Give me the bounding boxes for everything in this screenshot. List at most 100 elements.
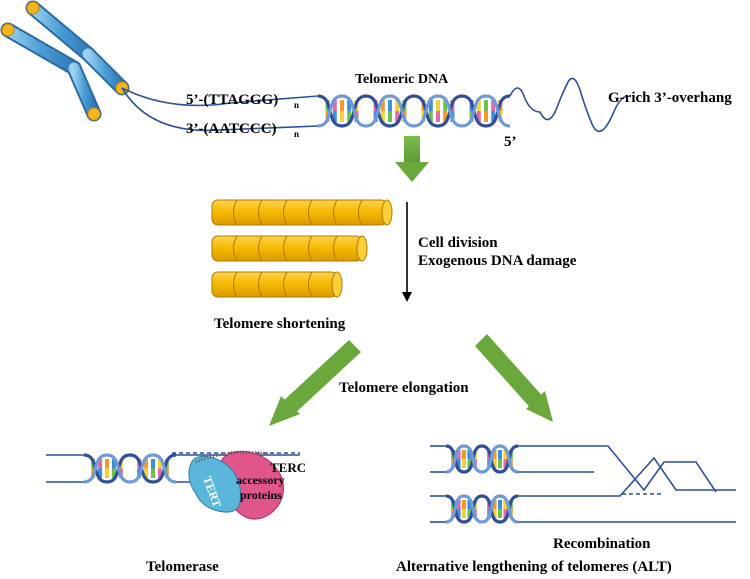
base-pair <box>503 509 508 518</box>
strand-top-subscript: n <box>294 100 299 110</box>
base-pair <box>340 100 344 111</box>
arrow-left-icon <box>269 340 361 426</box>
base-pair <box>111 459 116 469</box>
base-pair <box>436 111 440 122</box>
base-pair <box>467 500 472 509</box>
alt-helix-lower <box>445 494 519 524</box>
base-pair <box>388 100 392 111</box>
recombination-panel <box>430 445 736 523</box>
base-pair <box>105 468 109 478</box>
accessory-label: accessory <box>236 473 285 487</box>
base-pair <box>503 500 508 509</box>
base-pair <box>462 459 466 468</box>
telomere-bar-segment <box>308 271 313 298</box>
telomeric-dna-helix <box>317 94 511 128</box>
dna-damage-label: Exogenous DNA damage <box>418 253 577 269</box>
telomere-bar-segment <box>258 199 263 226</box>
telomerase-helix <box>83 453 177 484</box>
overhang-strand <box>509 77 593 125</box>
telomere-bar-cap <box>381 199 393 226</box>
base-pair <box>98 468 103 478</box>
helix-strand <box>445 444 519 474</box>
helix-strand <box>445 494 519 524</box>
base-pair <box>492 450 497 459</box>
telomere-shortening-bars <box>211 199 393 298</box>
base-pair <box>388 111 392 122</box>
helix-strand <box>83 453 177 484</box>
helix-strand <box>317 94 511 128</box>
base-pair <box>498 450 502 459</box>
base-pair <box>498 509 502 518</box>
base-pair <box>380 111 385 122</box>
telomere-bar-segment <box>283 199 288 226</box>
time-arrow-icon <box>402 202 412 302</box>
recombination-label: Recombination <box>553 536 651 552</box>
base-pair <box>476 111 481 122</box>
base-pair <box>332 100 337 111</box>
base-pair <box>476 100 481 111</box>
base-pair <box>492 500 497 509</box>
shortening-label: Telomere shortening <box>214 316 346 332</box>
helix-strand <box>83 453 177 484</box>
telomerase-label: Telomerase <box>146 559 219 575</box>
elongation-label: Telomere elongation <box>339 380 469 396</box>
base-pair <box>492 459 497 468</box>
telomere-bar-segment <box>233 271 238 298</box>
telomere-bar-segment <box>333 235 338 262</box>
base-pair <box>484 111 488 122</box>
strand-bottom-subscript: n <box>294 129 299 139</box>
base-pair <box>332 111 337 122</box>
telomere-bar-segment <box>233 235 238 262</box>
base-pair <box>98 459 103 469</box>
telomere-bar-segment <box>258 235 263 262</box>
alt-helix-upper <box>445 444 519 474</box>
base-pair <box>456 459 461 468</box>
base-pair <box>462 509 466 518</box>
base-pair <box>456 450 461 459</box>
overhang-label: G-rich 3’-overhang <box>608 90 732 106</box>
base-pair <box>503 450 508 459</box>
base-pair <box>144 459 149 469</box>
overhang-tail <box>591 95 629 133</box>
base-pair <box>428 111 433 122</box>
telomere-bar-segment <box>258 271 263 298</box>
telomere-bar <box>211 235 368 262</box>
dna-strands-top <box>121 87 319 132</box>
base-pair <box>467 459 472 468</box>
base-pair <box>157 459 162 469</box>
telomere-bar-segment <box>333 199 338 226</box>
base-pair <box>443 111 448 122</box>
base-pair <box>395 111 400 122</box>
base-pair <box>456 500 461 509</box>
telomere-bar <box>211 199 393 226</box>
telomere-bar-segment <box>283 271 288 298</box>
telomeric-dna-label: Telomeric DNA <box>355 72 449 87</box>
base-pair <box>462 450 466 459</box>
base-pair <box>157 468 162 478</box>
base-pair <box>111 468 116 478</box>
cell-division-label: Cell division <box>418 235 498 251</box>
base-pair <box>467 509 472 518</box>
telomere-bar-segment <box>308 199 313 226</box>
proteins-label: proteins <box>240 488 282 502</box>
telomere-bar-segment <box>233 199 238 226</box>
telomere-bar-segment <box>283 235 288 262</box>
five-prime-end-label: 5’ <box>504 134 517 150</box>
base-pair <box>380 100 385 111</box>
base-pair <box>503 459 508 468</box>
base-pair <box>484 100 488 111</box>
base-pair <box>436 100 440 111</box>
base-pair <box>491 111 496 122</box>
telomere-bar <box>211 271 343 298</box>
base-pair <box>151 468 155 478</box>
base-pair <box>462 500 466 509</box>
telomere-bar-segment <box>308 235 313 262</box>
base-pair <box>492 509 497 518</box>
helix-strand <box>445 494 519 524</box>
base-pair <box>151 459 155 469</box>
base-pair <box>443 100 448 111</box>
base-pair <box>498 500 502 509</box>
strand-bottom-label: 3’-(AATCCC) <box>186 121 277 137</box>
